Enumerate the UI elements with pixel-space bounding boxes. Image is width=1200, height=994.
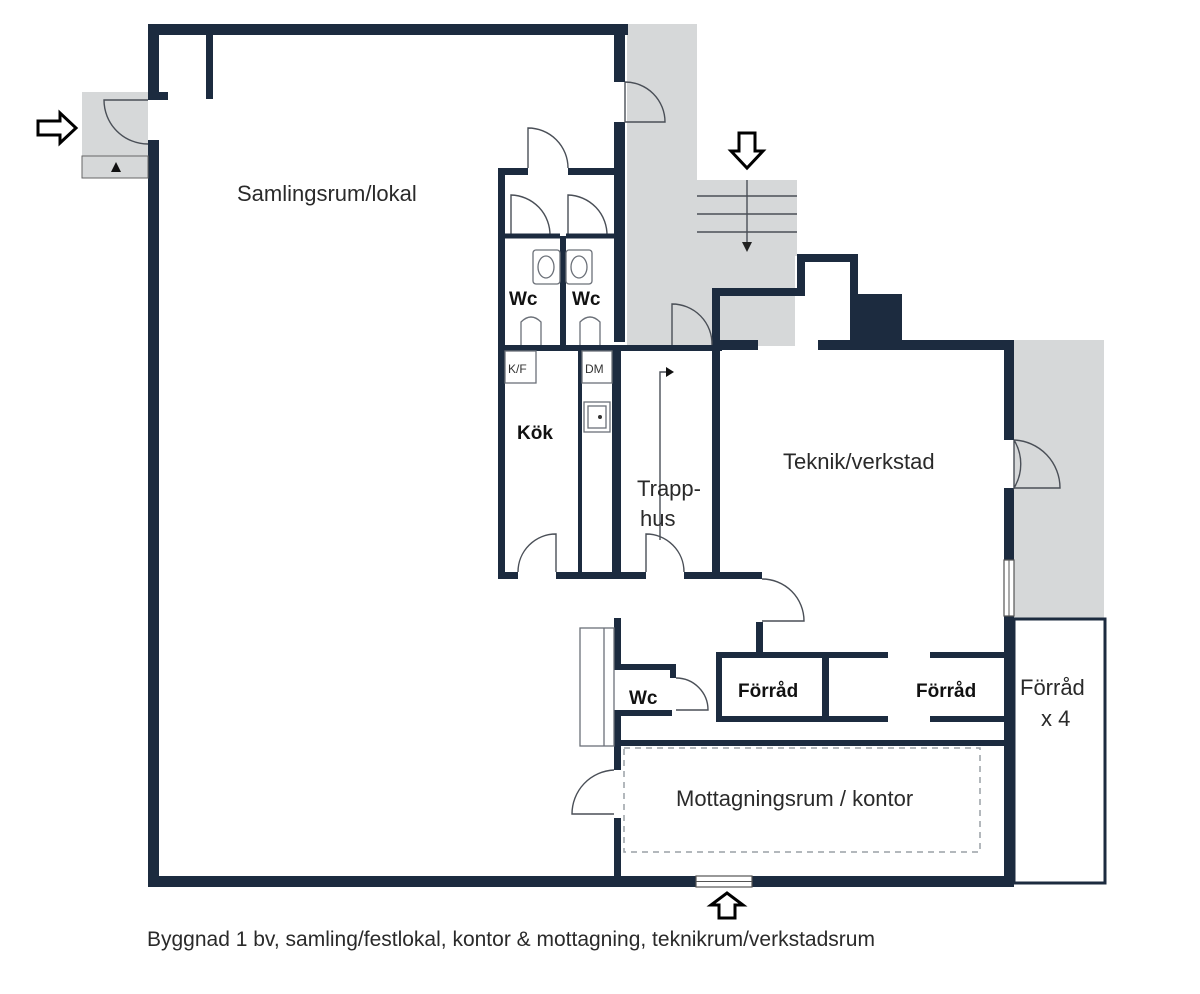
door-swing-wc-hall xyxy=(527,127,569,169)
label-dm: DM xyxy=(585,362,604,376)
dishwasher xyxy=(581,350,613,384)
label-kok: Kök xyxy=(517,423,553,444)
shaded-landing xyxy=(627,256,795,346)
door-swing-kok xyxy=(517,533,557,573)
entrance-arrow-top-icon xyxy=(727,131,767,171)
door-swing-mottagning xyxy=(571,769,615,815)
entry-landing-left xyxy=(82,92,148,178)
fridge-freezer xyxy=(504,350,537,384)
entrance-arrow-left-icon xyxy=(36,109,79,147)
room-labels: Samlingsrum/lokal Wc Wc K/F DM Kök Trapp… xyxy=(237,181,1085,811)
sink-icon xyxy=(565,249,593,285)
entrance-arrow-bottom-icon xyxy=(706,891,748,920)
kitchen-sink-icon xyxy=(583,401,611,433)
toilet-icon xyxy=(579,316,601,345)
label-forrad-x4-1: Förråd xyxy=(1020,675,1085,700)
door-swing-entry xyxy=(103,99,149,145)
label-teknik: Teknik/verkstad xyxy=(783,449,935,474)
wall-left xyxy=(148,140,159,886)
label-trapphus-2: hus xyxy=(640,506,675,531)
label-kf: K/F xyxy=(508,362,527,376)
storage-annex xyxy=(1012,617,1107,885)
windows xyxy=(81,155,1015,888)
label-mottagning: Mottagningsrum / kontor xyxy=(676,786,913,811)
door-swing-corridor xyxy=(624,81,666,123)
wall-bottom xyxy=(148,876,696,887)
label-forrad-left: Förråd xyxy=(738,681,798,702)
chimney-block xyxy=(850,294,902,340)
toilet-icon xyxy=(520,316,542,345)
label-forrad-right: Förråd xyxy=(916,681,976,702)
label-wc-left: Wc xyxy=(509,289,538,310)
label-trapphus-1: Trapp- xyxy=(637,476,701,501)
door-swing-wc-bottom xyxy=(675,677,709,711)
door-swing-wc-left xyxy=(510,194,551,237)
label-wc-bottom: Wc xyxy=(629,688,658,709)
sink-icon xyxy=(532,249,561,285)
door-swing-wc-right xyxy=(567,194,608,237)
stair-icon xyxy=(697,180,797,252)
door-swing-teknik xyxy=(761,578,805,622)
door-swing-trapphus-top xyxy=(671,303,713,346)
label-wc-right: Wc xyxy=(572,289,601,310)
reception-desk-outline xyxy=(623,747,981,853)
walls xyxy=(148,24,1107,887)
plan-caption: Byggnad 1 bv, samling/festlokal, kontor … xyxy=(147,928,875,951)
label-samlingsrum: Samlingsrum/lokal xyxy=(237,181,417,206)
door-swing-trapphus-bottom xyxy=(645,533,685,573)
shaded-corridor-top xyxy=(627,24,697,256)
step-arrow-icon xyxy=(111,162,121,172)
fixtures xyxy=(504,249,613,433)
shaded-areas xyxy=(82,24,1104,618)
label-forrad-x4-2: x 4 xyxy=(1041,706,1070,731)
doors xyxy=(103,81,1061,815)
wall-top xyxy=(148,24,628,35)
